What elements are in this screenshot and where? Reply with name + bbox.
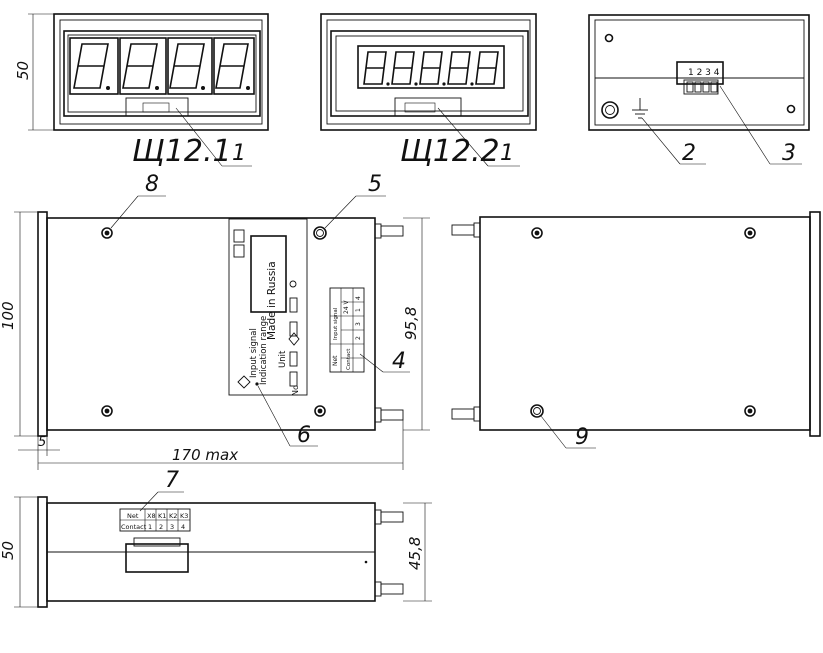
callout-9: 9 — [575, 425, 589, 450]
callout-6: 6 — [297, 423, 311, 448]
dim-width: 170 max — [172, 446, 238, 464]
screw-holes — [101, 226, 327, 417]
st-2: 2 — [159, 523, 163, 531]
st-4: 4 — [181, 523, 185, 531]
ct-3: 3 — [355, 322, 362, 326]
studs-rear — [451, 222, 481, 422]
ct-input: Input signal — [333, 307, 339, 340]
st-3: 3 — [170, 523, 174, 531]
ct-net: Net — [332, 355, 339, 366]
st-k2: K2 — [169, 512, 177, 520]
dim-depth-inner: 95,8 — [402, 307, 420, 340]
st-contact: Contact — [121, 523, 147, 531]
st-x8: X8 — [147, 512, 156, 520]
nameplate-input: Input signal — [249, 328, 259, 378]
st-net: Net — [127, 512, 139, 520]
callout-7: 7 — [165, 468, 179, 493]
nameplate: Made in Russia Input signal Indication r… — [228, 218, 308, 396]
ct-24v: 24 V — [343, 299, 350, 314]
connector-table: 24 V Input signal Net 4 1 3 2 Contact — [329, 287, 365, 373]
dim-height-top: 100 — [0, 301, 17, 330]
front-view-sch12-1: 50 Щ12.1 1 — [14, 13, 269, 169]
nameplate-made-in: Made in Russia — [266, 261, 278, 340]
callout-5: 5 — [368, 172, 382, 197]
st-k1: K1 — [158, 512, 166, 520]
side-connector-table: Net X8 K1 K2 K3 Contact 1 2 3 4 — [119, 508, 191, 532]
terminal-block: 1 2 3 4 — [676, 61, 724, 95]
st-1: 1 — [148, 523, 152, 531]
dim-offset: 5 — [38, 435, 46, 450]
ct-contact: Contact — [346, 348, 352, 370]
ground-icon — [632, 98, 648, 119]
model-label-2: Щ12.2 — [400, 134, 500, 169]
callout-4: 4 — [392, 349, 406, 374]
terminal-numbers: 1 2 3 4 — [688, 68, 720, 78]
studs — [374, 223, 404, 423]
callout-1b: 1 — [500, 141, 514, 166]
callout-2: 2 — [682, 141, 696, 166]
logo-icon — [237, 375, 251, 389]
side-view: Net X8 K1 K2 K3 Contact 1 2 3 4 7 50 45,… — [0, 468, 432, 608]
dim-height-front: 50 — [14, 61, 32, 80]
callout-1a: 1 — [232, 141, 246, 166]
front-view-sch12-2: Щ12.2 1 — [320, 13, 537, 169]
ct-4: 4 — [355, 296, 362, 300]
dim-depth-side: 45,8 — [406, 537, 424, 570]
ct-1: 1 — [355, 308, 362, 312]
model-label-1: Щ12.1 — [132, 134, 232, 169]
st-k3: K3 — [180, 512, 188, 520]
nameplate-no: No — [291, 385, 300, 396]
nameplate-unit: Unit — [278, 350, 288, 368]
seven-segment-digits-4 — [69, 37, 255, 95]
rear-view: 1 2 3 4 2 3 — [588, 14, 810, 166]
seven-segment-digits-5 — [357, 45, 505, 89]
callout-8: 8 — [145, 172, 159, 197]
ct-2: 2 — [355, 336, 362, 340]
callout-3: 3 — [782, 141, 796, 166]
dim-height-side: 50 — [0, 541, 17, 560]
nameplate-range: Indication range — [259, 316, 269, 385]
top-view-rear: 9 — [451, 211, 821, 450]
top-view: Made in Russia Input signal Indication r… — [0, 172, 430, 470]
